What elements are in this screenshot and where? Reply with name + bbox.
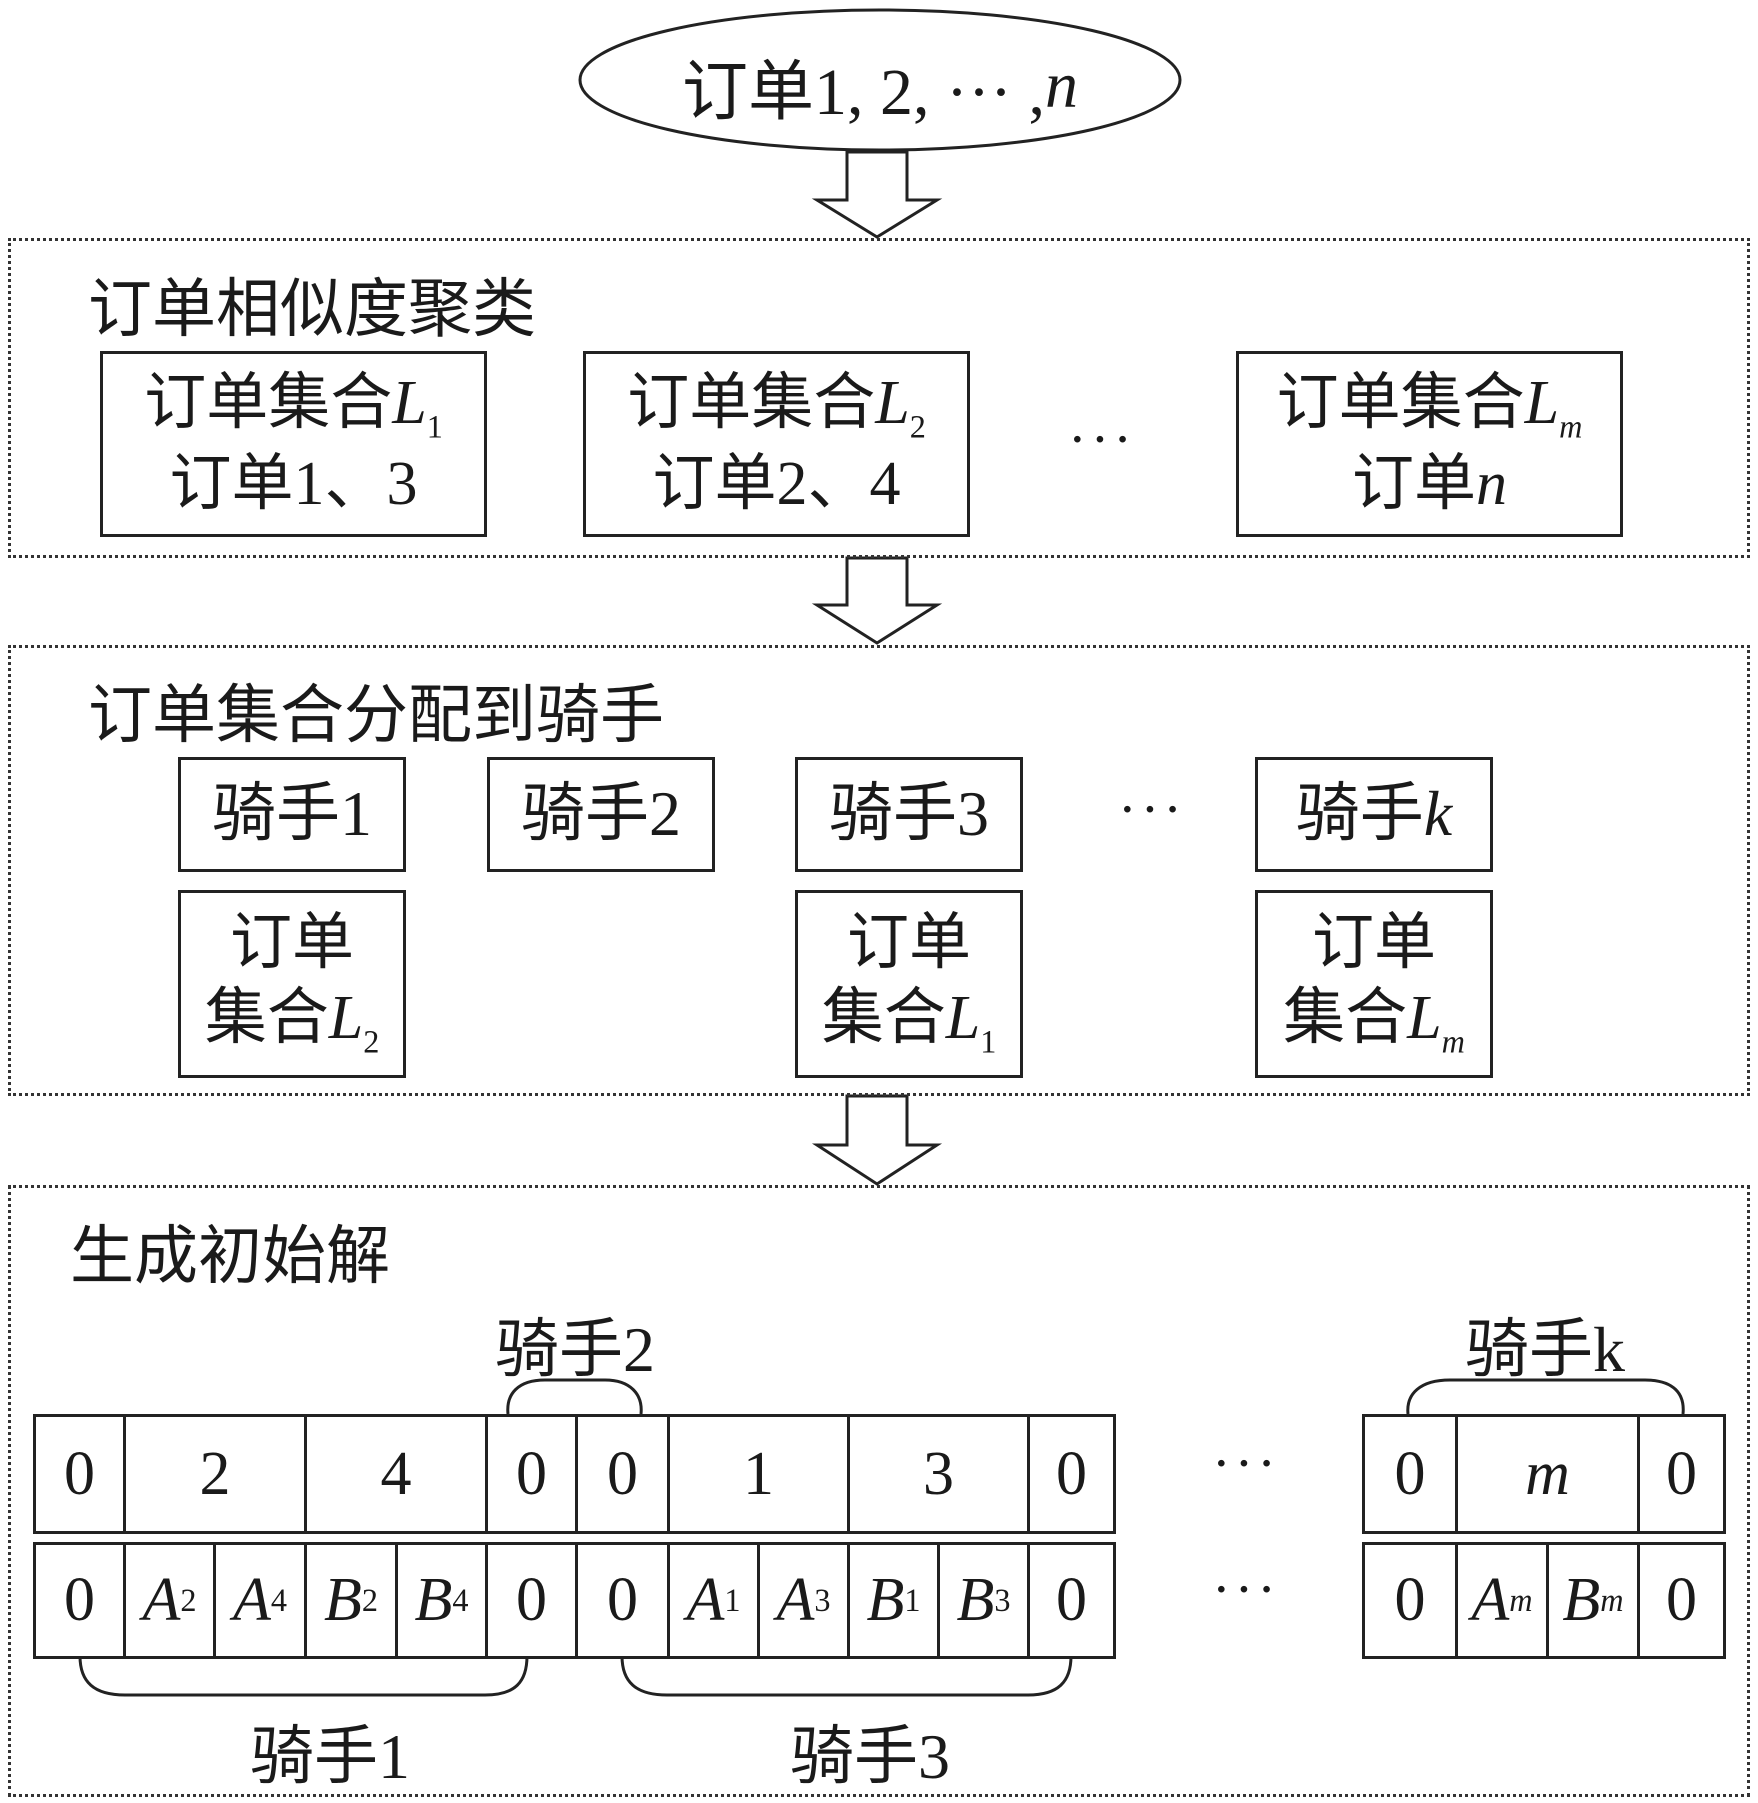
order-set-orders-m: 订单n — [1351, 449, 1507, 518]
stage-clustering — [8, 238, 1750, 558]
seq-cell: 0 — [1666, 1439, 1697, 1508]
order-sequence-strip: 0 2 4 0 0 1 3 0 — [33, 1414, 1116, 1534]
input-node-prefix: 订单1, 2, ··· , — [682, 56, 1045, 129]
seq-cell: 0 — [578, 1417, 670, 1531]
node-cell: 0 — [488, 1545, 578, 1656]
seq-cell: 4 — [307, 1417, 488, 1531]
seq-cell: 0 — [36, 1417, 126, 1531]
input-node-var: n — [1044, 49, 1078, 122]
input-node-label: 订单1, 2, ··· , n — [580, 36, 1180, 136]
brace-label-rider2: 骑手2 — [495, 1314, 655, 1385]
seq-cell: m — [1458, 1417, 1640, 1531]
brace-label-rider1: 骑手1 — [250, 1721, 410, 1792]
order-set-box-2: 订单集合L2 订单2、4 — [583, 351, 970, 537]
brace-rider2 — [506, 1378, 643, 1415]
rider-box-2: 骑手2 — [487, 757, 715, 872]
stage-clustering-title: 订单相似度聚类 — [88, 274, 536, 345]
node-cell: 0 — [36, 1545, 126, 1656]
strip-bottom-ellipsis: ··· — [1212, 1559, 1280, 1621]
order-set-title-1: 订单集合L1 — [144, 368, 443, 445]
stage-assignment-title: 订单集合分配到骑手 — [88, 680, 664, 751]
brace-label-rider3: 骑手3 — [790, 1721, 950, 1792]
seq-cell: 0 — [488, 1417, 578, 1531]
order-set-orders-1: 订单1、3 — [169, 449, 418, 518]
assigned-set-box-riderk: 订单 集合Lm — [1255, 890, 1493, 1078]
seq-cell: 3 — [850, 1417, 1030, 1531]
assigned-set-box-rider1: 订单 集合L2 — [178, 890, 406, 1078]
rider-box-k: 骑手k — [1255, 757, 1493, 872]
stage-initial-solution — [8, 1185, 1750, 1797]
brace-rider3 — [620, 1655, 1073, 1697]
brace-label-riderk: 骑手k — [1465, 1314, 1625, 1385]
rider-box-1: 骑手1 — [178, 757, 406, 872]
input-ellipse — [578, 8, 1182, 152]
stage-clustering-ellipsis: ··· — [1068, 409, 1136, 471]
seq-cell: 2 — [126, 1417, 307, 1531]
stage-assignment-ellipsis: ··· — [1118, 779, 1186, 841]
strip-top-ellipsis: ··· — [1212, 1433, 1280, 1495]
order-set-title-m: 订单集合Lm — [1276, 368, 1583, 445]
order-set-title-2: 订单集合L2 — [627, 368, 926, 445]
brace-riderk — [1406, 1378, 1685, 1415]
flow-arrow-1 — [811, 150, 943, 239]
rider-box-3: 骑手3 — [795, 757, 1023, 872]
order-set-orders-2: 订单2、4 — [652, 449, 901, 518]
seq-cell: 0 — [1056, 1439, 1087, 1508]
node-cell: 0 — [578, 1545, 670, 1656]
stage-initial-solution-title: 生成初始解 — [70, 1221, 390, 1292]
stage-assignment — [8, 645, 1750, 1096]
order-set-box-m: 订单集合Lm 订单n — [1236, 351, 1623, 537]
order-sequence-strip-m: 0 m 0 — [1362, 1414, 1726, 1534]
seq-cell: 0 — [1365, 1417, 1458, 1531]
node-cell: 0 — [1365, 1545, 1458, 1656]
order-set-box-1: 订单集合L1 订单1、3 — [100, 351, 487, 537]
brace-rider1 — [78, 1655, 529, 1697]
node-cell: 0 — [1666, 1566, 1697, 1634]
node-cell: 0 — [1056, 1566, 1087, 1634]
flow-arrow-2 — [811, 556, 943, 645]
flow-arrow-3 — [811, 1094, 943, 1186]
seq-cell: 1 — [670, 1417, 850, 1531]
assigned-set-box-rider3: 订单 集合L1 — [795, 890, 1023, 1078]
